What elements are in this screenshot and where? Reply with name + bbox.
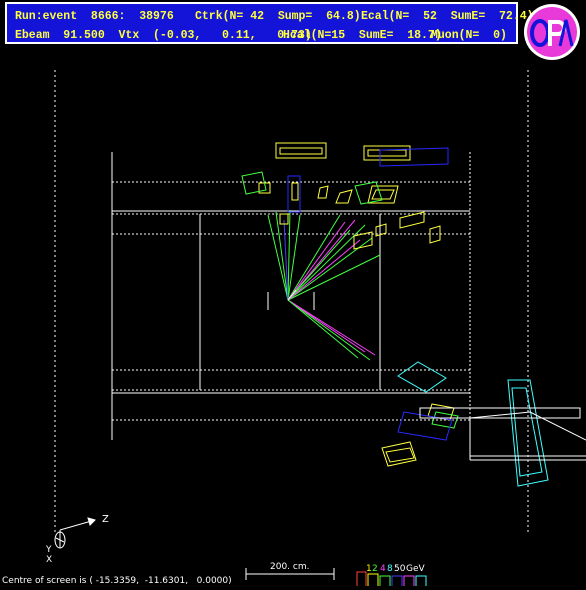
ctrk-text: Ctrk(N= 42 Sump= 64.8) <box>195 10 361 23</box>
scale-label: 200. cm. <box>270 562 310 572</box>
ecal-text: Ecal(N= 52 SumE= 72.4) <box>361 10 534 23</box>
x-axis-label: X <box>46 555 52 565</box>
energy-legend-value-4: 4 <box>380 564 386 574</box>
z-axis-label: Z <box>102 514 109 525</box>
opal-logo-icon <box>524 4 580 60</box>
y-axis-label: Y <box>45 545 52 555</box>
energy-legend-value-2: 2 <box>372 564 378 574</box>
energy-legend-bars <box>356 571 427 586</box>
calorimeter-clusters <box>241 142 586 487</box>
centre-of-screen-text: Centre of screen is ( -15.3359, -11.6301… <box>2 576 232 586</box>
energy-legend-value-50: 50 <box>394 564 406 574</box>
detector-outline <box>54 70 529 535</box>
hcal-text: Hcal(N=15 SumE= 18.7) <box>283 29 442 42</box>
muon-text: Muon(N= 0) <box>431 29 507 42</box>
ebeam-vtx-text: Ebeam 91.500 Vtx (-0.03, 0.11, 0.73) <box>15 29 312 42</box>
axes-indicator-icon <box>54 517 96 549</box>
scale-bar <box>245 568 335 580</box>
charged-tracks <box>267 209 381 361</box>
run-event-text: Run:event 8666: 38976 <box>15 10 174 23</box>
energy-legend-unit: GeV <box>406 564 425 574</box>
event-info-header: Run:event 8666: 38976 Ctrk(N= 42 Sump= 6… <box>5 2 534 44</box>
energy-legend-value-1: 1 <box>366 564 372 574</box>
energy-legend-value-8: 8 <box>387 564 393 574</box>
